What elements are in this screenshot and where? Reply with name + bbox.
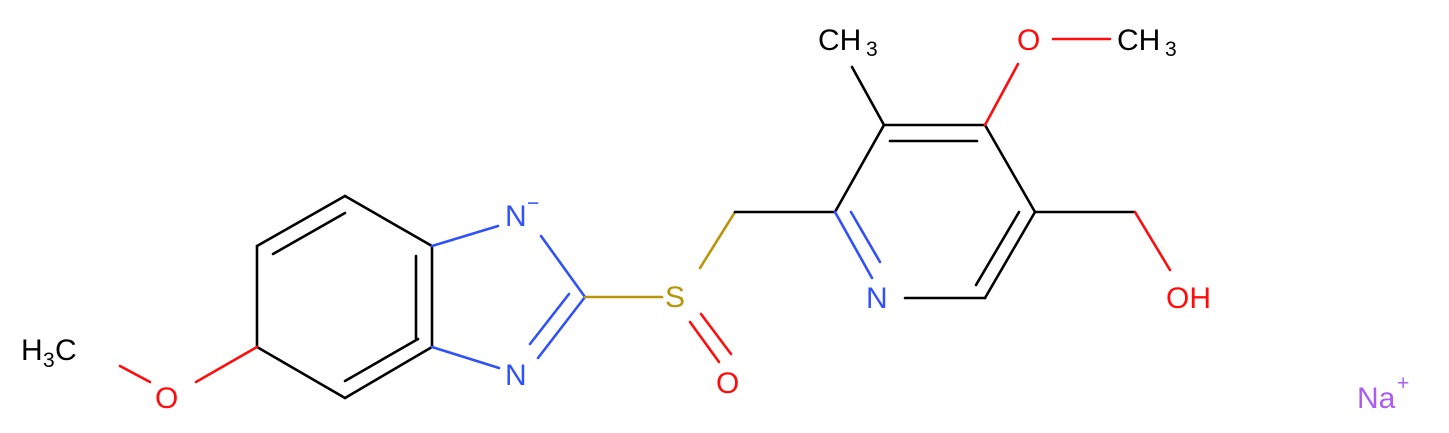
bond [983, 123, 1037, 214]
methoxy-oxygen-top: O [1017, 24, 1040, 57]
bond [255, 345, 347, 400]
bond [430, 224, 500, 248]
bond [833, 123, 886, 214]
bond [699, 312, 733, 356]
methoxy-methyl-subscript: 3 [1165, 38, 1177, 61]
bond [983, 210, 1037, 300]
h3c-h: H [21, 334, 43, 367]
methoxy-methyl-label: CH [1117, 24, 1160, 57]
bond [343, 194, 434, 248]
bond [528, 292, 571, 346]
h3c-subscript: 3 [43, 349, 55, 372]
bond [688, 320, 721, 364]
bond [983, 62, 1020, 127]
bond [850, 65, 886, 127]
bond [255, 194, 347, 248]
sulfur-atom: S [665, 281, 685, 314]
bond [118, 364, 152, 384]
bond [833, 210, 874, 280]
bond [271, 211, 347, 256]
sulfinyl-oxygen: O [716, 367, 739, 400]
bond [1133, 210, 1172, 272]
anionic-nitrogen: N [505, 200, 527, 233]
bond [343, 337, 420, 383]
bond [849, 210, 882, 264]
methyl-label: CH [818, 24, 861, 57]
bond [698, 210, 737, 270]
bond [536, 295, 587, 360]
pyridine-nitrogen: N [866, 282, 888, 315]
bond [430, 345, 501, 370]
bond [343, 345, 434, 400]
bond [974, 210, 1021, 287]
imidazole-nitrogen: N [505, 359, 527, 392]
methyl-subscript: 3 [866, 38, 878, 61]
negative-charge: − [527, 192, 539, 215]
bond [539, 234, 587, 299]
methoxy-oxygen-left: O [155, 382, 178, 415]
positive-charge: + [1397, 372, 1409, 395]
hydroxyl-group: OH [1166, 282, 1211, 315]
bond [194, 345, 259, 384]
h3c-c: C [55, 334, 77, 367]
sodium-ion: Na [1357, 382, 1396, 415]
